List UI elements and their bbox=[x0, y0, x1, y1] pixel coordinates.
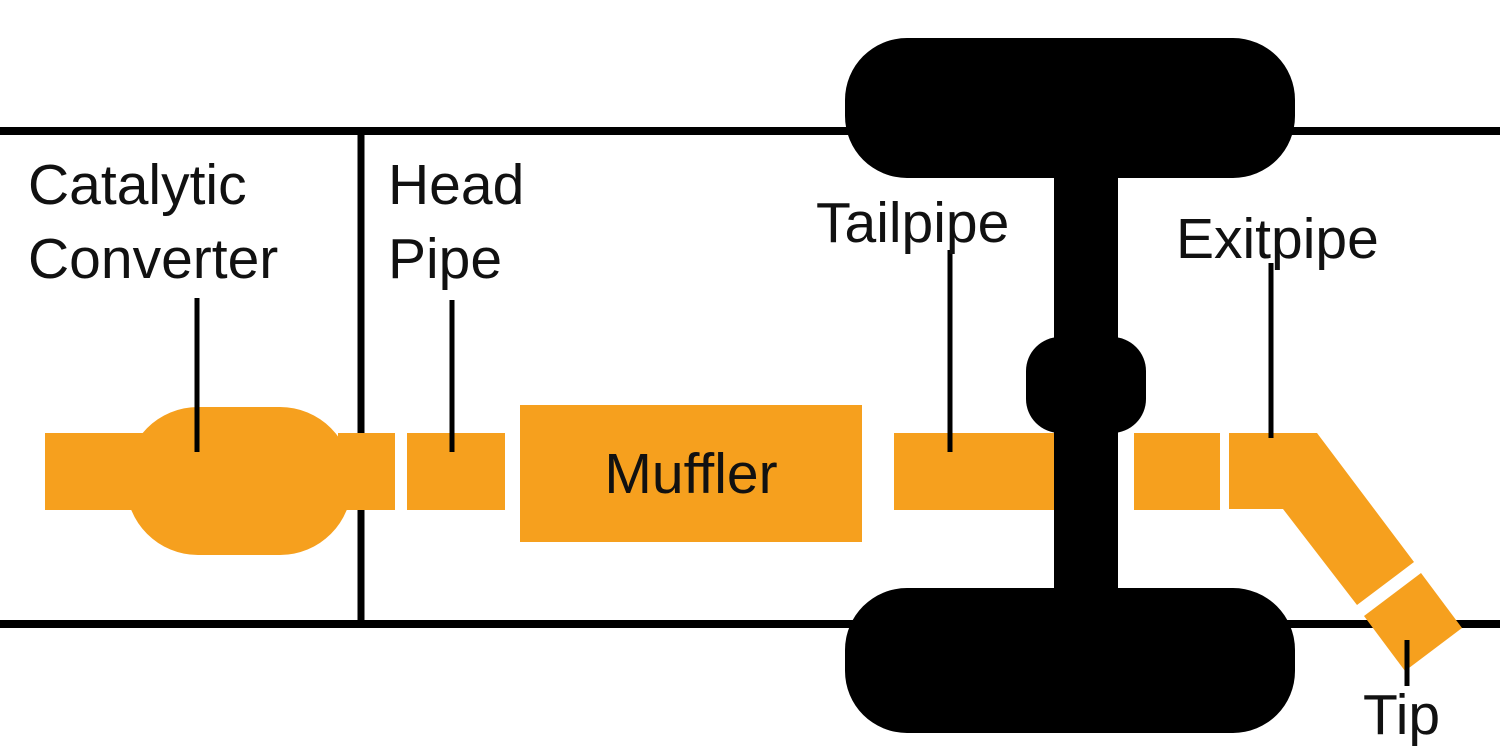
head-pipe-label: Head Pipe bbox=[388, 148, 524, 296]
muffler-label: Muffler bbox=[604, 442, 778, 506]
head-pipe-label-line2: Pipe bbox=[388, 227, 503, 292]
tailpipe-label: Tailpipe bbox=[816, 191, 1010, 255]
head-pipe-label-line1: Head bbox=[388, 153, 525, 217]
exitpipe-straight-shape bbox=[1134, 433, 1220, 510]
catalytic-converter-label: Catalytic Converter bbox=[28, 148, 278, 296]
head-pipe-shape bbox=[407, 433, 505, 510]
catalytic-converter-shape bbox=[126, 407, 352, 555]
tip-label: Tip bbox=[1363, 683, 1441, 747]
top-wheel-shape bbox=[845, 38, 1295, 178]
exitpipe-label: Exitpipe bbox=[1176, 207, 1379, 271]
exitpipe-bend-shape bbox=[1229, 433, 1414, 605]
differential-shape bbox=[1026, 337, 1146, 433]
tailpipe-shape bbox=[894, 433, 1062, 510]
catalytic-converter-label-line1: Catalytic bbox=[28, 153, 247, 217]
tip-shape bbox=[1364, 573, 1462, 671]
muffler-shape bbox=[520, 405, 862, 542]
catalytic-converter-label-line2: Converter bbox=[28, 227, 279, 292]
bottom-wheel-shape bbox=[845, 588, 1295, 733]
converter-outlet-pipe-shape bbox=[338, 433, 395, 510]
